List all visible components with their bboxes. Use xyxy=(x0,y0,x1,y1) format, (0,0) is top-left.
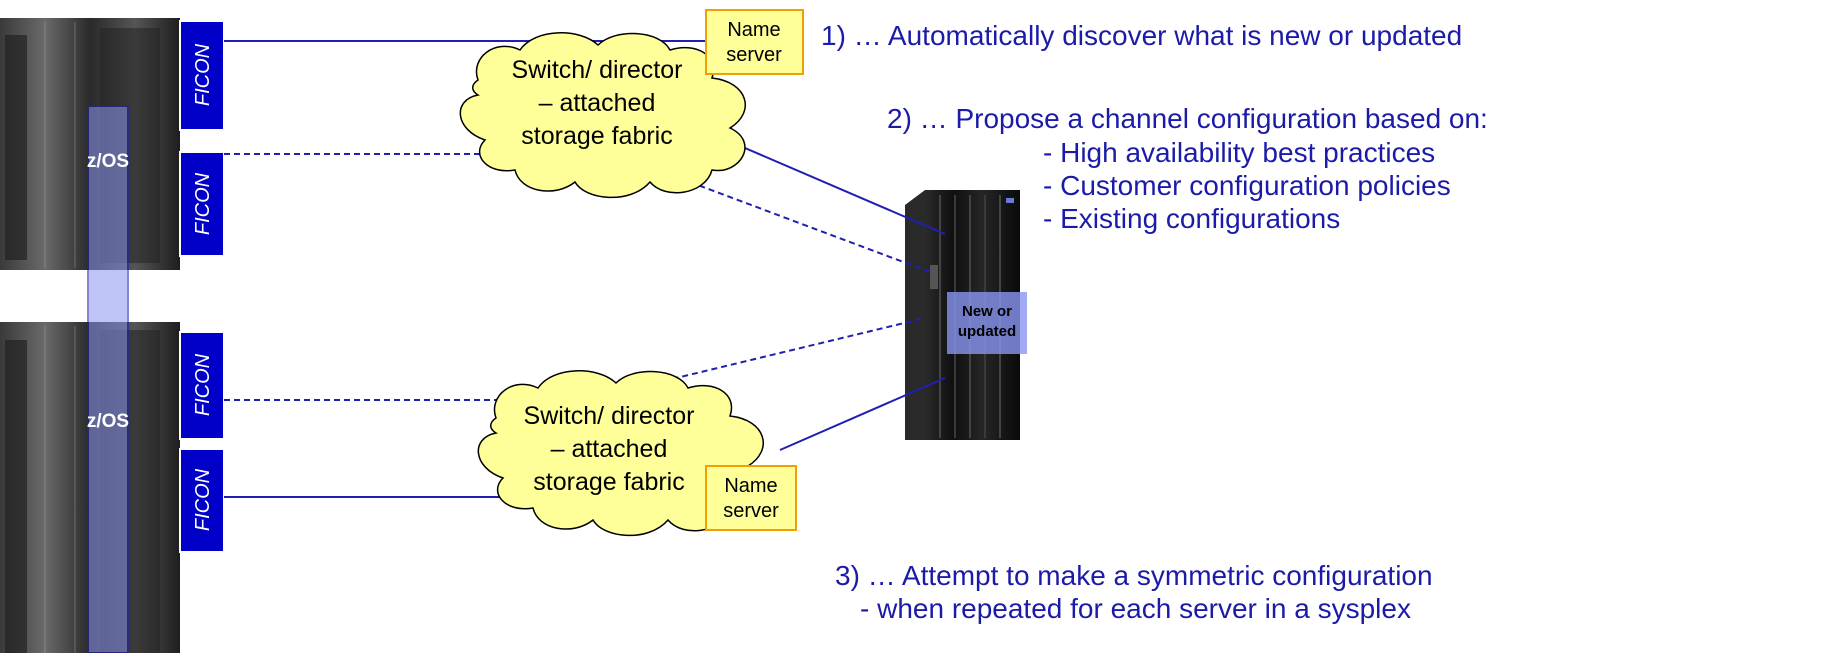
bullet-3-sub-1: - when repeated for each server in a sys… xyxy=(860,593,1411,624)
name-server-top-line-1: Name xyxy=(727,19,780,41)
bullet-2: 2) … Propose a channel configuration bas… xyxy=(887,103,1488,134)
storage-label-line-1: New or xyxy=(962,303,1012,320)
fabric-cloud-top: Switch/ director – attached storage fabr… xyxy=(459,32,747,199)
fabric-bottom-line-1: Switch/ director xyxy=(524,402,695,430)
ficon-adapter-bottom-2: FICON xyxy=(179,448,225,553)
storage-label-line-2: updated xyxy=(958,323,1016,340)
zos-sysplex-band xyxy=(87,105,129,654)
zos-label-top: z/OS xyxy=(87,151,129,172)
bullet-2-sub-2: - Customer configuration policies xyxy=(1043,170,1451,201)
name-server-bottom-line-1: Name xyxy=(724,475,777,497)
bullet-1: 1) … Automatically discover what is new … xyxy=(821,20,1462,51)
ficon-adapter-top-1: FICON xyxy=(179,20,225,131)
fabric-top-line-3: storage fabric xyxy=(521,122,672,150)
ficon-adapter-top-2: FICON xyxy=(179,151,225,257)
connection-fabric-top-storage xyxy=(737,144,946,235)
new-or-updated-badge xyxy=(947,292,1027,354)
name-server-top: Name server xyxy=(705,9,804,75)
fabric-top-line-2: – attached xyxy=(539,89,656,117)
fabric-bottom-line-3: storage fabric xyxy=(533,468,684,496)
name-server-bottom: Name server xyxy=(705,465,797,531)
bullet-list: 1) … Automatically discover what is new … xyxy=(821,20,1488,624)
bullet-2-sub-1: - High availability best practices xyxy=(1043,137,1435,168)
zos-label-bottom: z/OS xyxy=(87,411,129,432)
ficon-label: FICON xyxy=(192,172,214,235)
ficon-label: FICON xyxy=(192,43,214,106)
bullet-2-sub-3: - Existing configurations xyxy=(1043,203,1340,234)
name-server-top-line-2: server xyxy=(726,44,782,66)
connection-fabric-bottom-storage xyxy=(779,377,946,451)
fabric-bottom-line-2: – attached xyxy=(551,435,668,463)
ficon-label: FICON xyxy=(192,353,214,416)
name-server-bottom-line-2: server xyxy=(723,500,779,522)
ficon-label: FICON xyxy=(192,468,214,531)
bullet-3: 3) … Attempt to make a symmetric configu… xyxy=(835,560,1433,591)
ficon-adapter-bottom-1: FICON xyxy=(179,331,225,440)
fabric-top-line-1: Switch/ director xyxy=(512,56,683,84)
